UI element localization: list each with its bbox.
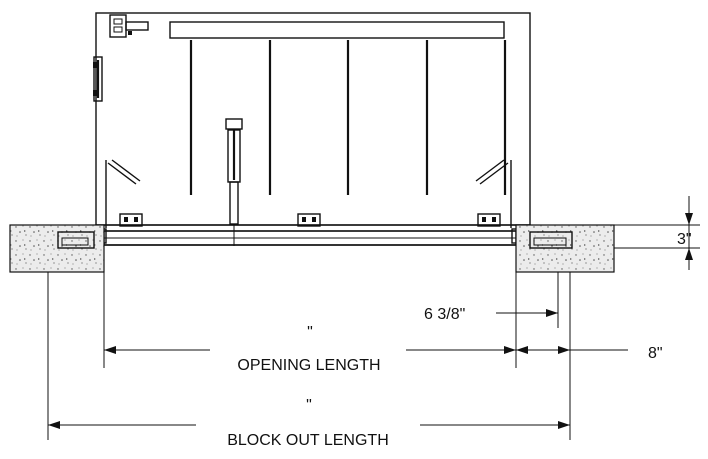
clear-height-label: 3" <box>677 231 692 248</box>
right-hold-open-arm <box>475 159 512 228</box>
left-hold-open-arm <box>105 159 141 228</box>
frame-offset-label: 6 3/8" <box>424 306 465 323</box>
blockout-length-value: " <box>306 397 312 414</box>
blockout-pocket-right <box>529 231 573 249</box>
dimension-labels: 3" 6 3/8" " OPENING LENGTH 8" " BLOCK OU… <box>227 231 691 449</box>
hinge-blocks <box>119 213 501 227</box>
slam-lock-icon <box>109 14 149 38</box>
side-allowance-label: 8" <box>648 345 663 362</box>
concrete-slab <box>9 224 615 273</box>
dimension-lines <box>47 196 700 440</box>
door-leaf-outline <box>95 12 531 226</box>
opening-length-label: OPENING LENGTH <box>237 357 380 374</box>
blockout-length-label: BLOCK OUT LENGTH <box>227 432 389 449</box>
hatch-frame <box>91 224 531 246</box>
gas-spring-strut <box>225 118 243 246</box>
opening-length-value: " <box>307 324 313 341</box>
door-top-channel <box>169 21 505 39</box>
hatch-assembly <box>91 12 531 246</box>
door-stiffeners <box>189 40 507 195</box>
blockout-pocket-left <box>57 231 95 249</box>
lift-handle-icon <box>93 56 103 102</box>
